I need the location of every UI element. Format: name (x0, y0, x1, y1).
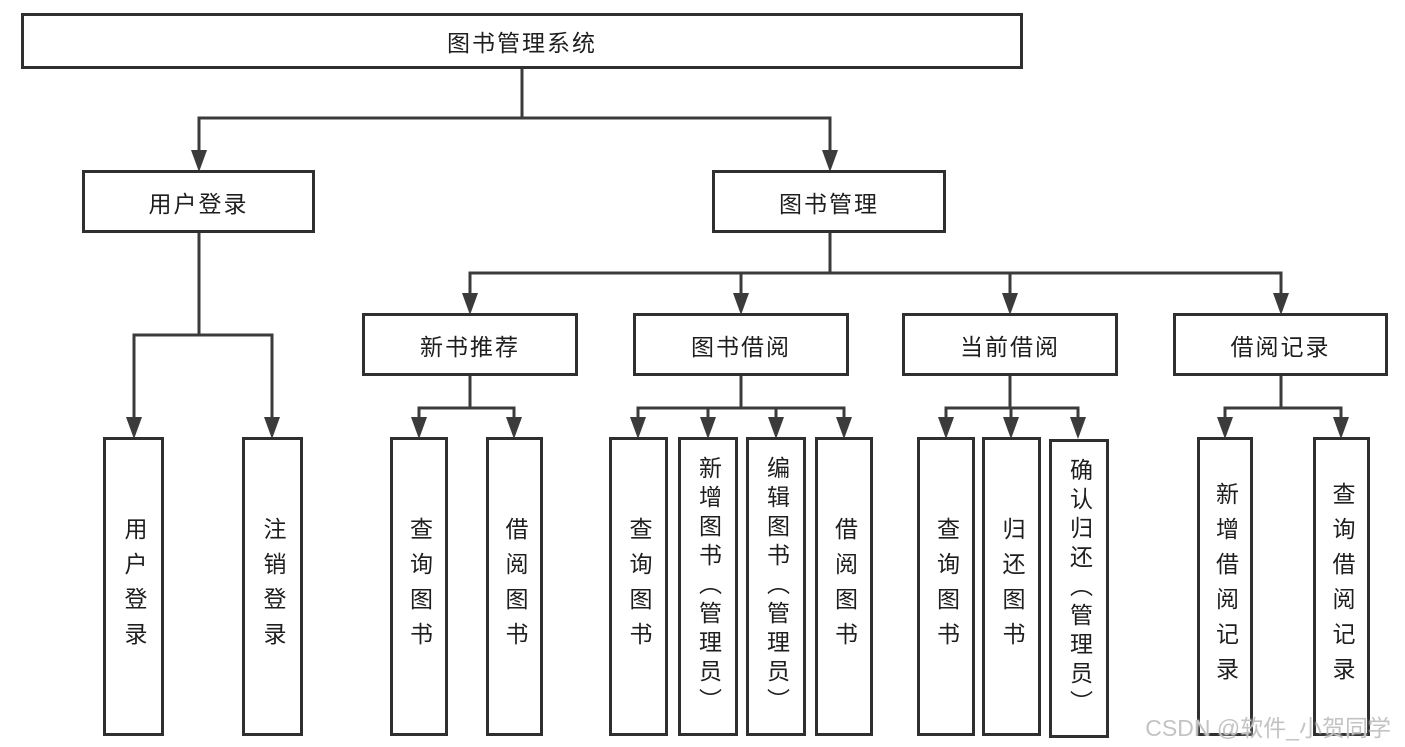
leaf-borrow-books-2: 借阅图书 (815, 437, 873, 736)
node-user-login-label: 用户登录 (148, 190, 249, 217)
leaf-return-books: 归还图书 (982, 437, 1041, 736)
leaf-confirm-return-admin: 确认归还（管理员） (1049, 439, 1109, 738)
node-borrow-records: 借阅记录 (1173, 313, 1388, 376)
leaf-add-book-admin: 新增图书（管理员） (678, 437, 738, 736)
node-root-label: 图书管理系统 (447, 30, 597, 56)
csdn-watermark: CSDN @软件_小贺同学 (1145, 715, 1391, 741)
leaf-return-books-label: 归还图书 (999, 516, 1025, 657)
node-current-borrow-label: 当前借阅 (960, 333, 1060, 360)
node-book-borrow-label: 图书借阅 (691, 333, 791, 360)
node-current-borrow: 当前借阅 (902, 313, 1118, 376)
leaf-add-borrow-record-label: 新增借阅记录 (1212, 481, 1239, 692)
node-new-book-recommend-label: 新书推荐 (420, 333, 520, 360)
leaf-query-borrow-record-label: 查询借阅记录 (1329, 481, 1355, 692)
leaf-query-books-recommend-label: 查询图书 (406, 516, 433, 657)
leaf-query-books-borrow-label: 查询图书 (626, 516, 652, 657)
leaf-query-books-borrow: 查询图书 (609, 437, 668, 736)
leaf-edit-book-admin: 编辑图书（管理员） (746, 437, 806, 736)
leaf-edit-book-admin-label: 编辑图书（管理员） (763, 456, 790, 717)
leaf-user-login-label: 用户登录 (121, 516, 147, 657)
node-user-login: 用户登录 (82, 170, 315, 233)
leaf-query-borrow-record: 查询借阅记录 (1313, 437, 1370, 736)
node-book-borrow: 图书借阅 (633, 313, 849, 376)
leaf-borrow-books-recommend: 借阅图书 (486, 437, 543, 736)
leaf-query-books-recommend: 查询图书 (390, 437, 448, 736)
leaf-logout-label: 注销登录 (260, 516, 286, 657)
node-borrow-records-label: 借阅记录 (1230, 333, 1331, 360)
leaf-add-book-admin-label: 新增图书（管理员） (695, 456, 722, 717)
leaf-user-login: 用户登录 (103, 437, 164, 736)
node-new-book-recommend: 新书推荐 (362, 313, 578, 376)
leaf-query-books-current-label: 查询图书 (933, 516, 960, 657)
leaf-confirm-return-admin-label: 确认归还（管理员） (1066, 458, 1093, 719)
leaf-borrow-books-2-label: 借阅图书 (831, 516, 858, 657)
leaf-add-borrow-record: 新增借阅记录 (1197, 437, 1253, 736)
leaf-logout: 注销登录 (242, 437, 303, 736)
node-book-management-label: 图书管理 (779, 190, 879, 217)
leaf-query-books-current: 查询图书 (917, 437, 975, 736)
node-book-management: 图书管理 (712, 170, 946, 233)
leaf-borrow-books-recommend-label: 借阅图书 (502, 516, 528, 657)
node-root: 图书管理系统 (21, 13, 1023, 69)
